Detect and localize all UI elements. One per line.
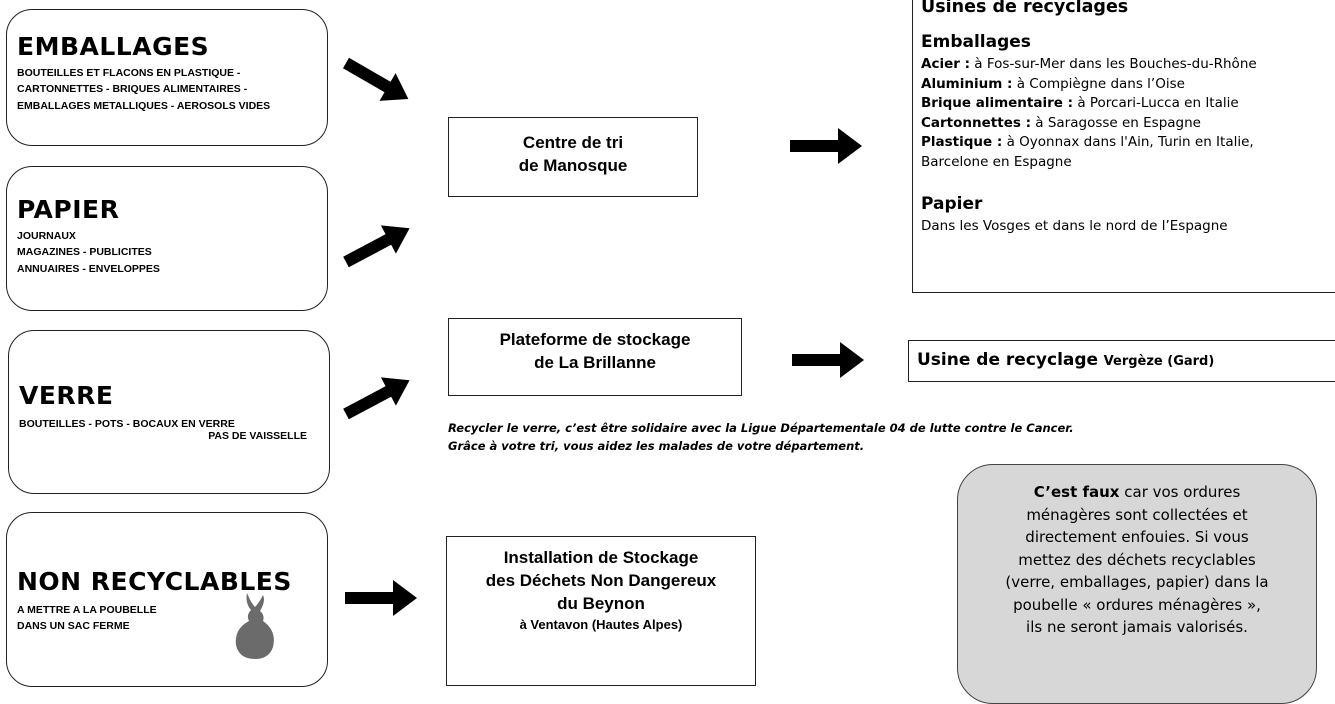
usine-item: Plastique : à Oyonnax dans l'Ain, Turin …: [921, 134, 1254, 151]
emballages-title: EMBALLAGES: [17, 32, 210, 61]
papier-title: PAPIER: [17, 195, 120, 224]
arrow-non-recyclables-icon: [345, 580, 417, 616]
emballages-box: EMBALLAGES Bouteilles et flacons en plas…: [6, 9, 328, 146]
verre-solidarity-note: Recycler le verre, c’est être solidaire …: [448, 420, 1074, 456]
verre-note-line: Grâce à votre tri, vous aidez les malade…: [448, 438, 865, 453]
isdnd-line: Installation de Stockage: [503, 548, 699, 567]
isdnd-box: Installation de Stockage des Déchets Non…: [446, 536, 756, 686]
usine-item-cont: Barcelone en Espagne: [921, 153, 1072, 170]
usine-item: Acier : à Fos-sur-Mer dans les Bouches-d…: [921, 56, 1257, 73]
papier-box: PAPIER Journaux Magazines - publicites A…: [6, 166, 328, 311]
arrow-tri-to-usines-icon: [790, 128, 862, 164]
arrow-stockage-to-usine-icon: [792, 342, 864, 378]
info-bubble: C’est faux car vos ordures ménagères son…: [957, 464, 1317, 704]
non-recyclables-line: dans un sac ferme: [17, 620, 130, 633]
verre-note: Pas de vaisselle: [208, 430, 307, 442]
trash-bag-icon: [235, 593, 274, 659]
usines-papier-heading: Papier: [921, 194, 983, 215]
bubble-line: directement enfouies. Si vous: [1025, 528, 1249, 546]
usines-emballages-heading: Emballages: [921, 32, 1031, 53]
bubble-line: ils ne seront jamais valorisés.: [1026, 618, 1248, 636]
usine-item: Aluminium : à Compiègne dans l’Oise: [921, 75, 1185, 92]
bubble-line: C’est faux car vos ordures: [1033, 483, 1241, 501]
verre-box: VERRE Bouteilles - pots - bocaux en verr…: [8, 330, 330, 494]
verre-title: VERRE: [19, 381, 114, 410]
usine-verre-label: Usine de recyclage: [917, 350, 1099, 370]
isdnd-sub: à Ventavon (Hautes Alpes): [519, 616, 683, 632]
bubble-line: (verre, emballages, papier) dans la: [1005, 573, 1269, 591]
papier-line: Journaux: [17, 230, 76, 242]
usines-title: Usines de recyclages: [921, 0, 1129, 17]
non-recyclables-title: NON RECYCLABLES: [17, 567, 292, 596]
arrow-verre-icon: [343, 377, 410, 420]
usine-verre-place: Vergèze (Gard): [1103, 354, 1215, 369]
arrow-emballages-icon: [343, 57, 409, 101]
bubble-line: ménagères sont collectées et: [1026, 505, 1248, 524]
papier-line: Annuaires - enveloppes: [17, 262, 160, 275]
plateforme-line: Plateforme de stockage: [499, 330, 691, 349]
papier-line: Magazines - publicites: [17, 246, 152, 259]
emballages-line: Bouteilles et flacons en plastique -: [17, 67, 241, 79]
usines-papier-text: Dans les Vosges et dans le nord de l’Esp…: [921, 218, 1228, 235]
arrow-papier-icon: [343, 225, 410, 268]
centre-de-tri-box: Centre de tri de Manosque: [448, 117, 698, 197]
plateforme-stockage-box: Plateforme de stockage de La Brillanne: [448, 318, 742, 396]
emballages-line: emballages metalliques - aerosols vides: [17, 99, 271, 112]
bubble-line: mettez des déchets recyclables: [1018, 550, 1256, 569]
non-recyclables-box: NON RECYCLABLES A mettre a la poubelle d…: [6, 512, 328, 687]
usine-item: Brique alimentaire : à Porcari-Lucca en …: [921, 95, 1239, 112]
verre-line: Bouteilles - pots - bocaux en verre: [19, 418, 235, 430]
plateforme-line: de La Brillanne: [534, 352, 656, 372]
centre-de-tri-line: de Manosque: [518, 155, 628, 175]
centre-de-tri-line: Centre de tri: [522, 133, 624, 152]
isdnd-line: des Déchets Non Dangereux: [485, 570, 717, 590]
non-recyclables-line: A mettre a la poubelle: [17, 604, 157, 616]
verre-note-line: Recycler le verre, c’est être solidaire …: [448, 421, 1074, 435]
usine-item: Cartonnettes : à Saragosse en Espagne: [921, 114, 1201, 131]
isdnd-line: du Beynon: [557, 593, 645, 613]
emballages-line: cartonnettes - briques alimentaires -: [17, 83, 248, 96]
bubble-line: poubelle « ordures ménagères »,: [1013, 595, 1261, 614]
usine-verre-box: Usine de recyclage Vergèze (Gard): [908, 340, 1335, 382]
usines-box: Usines de recyclages Emballages Acier : …: [912, 0, 1335, 293]
